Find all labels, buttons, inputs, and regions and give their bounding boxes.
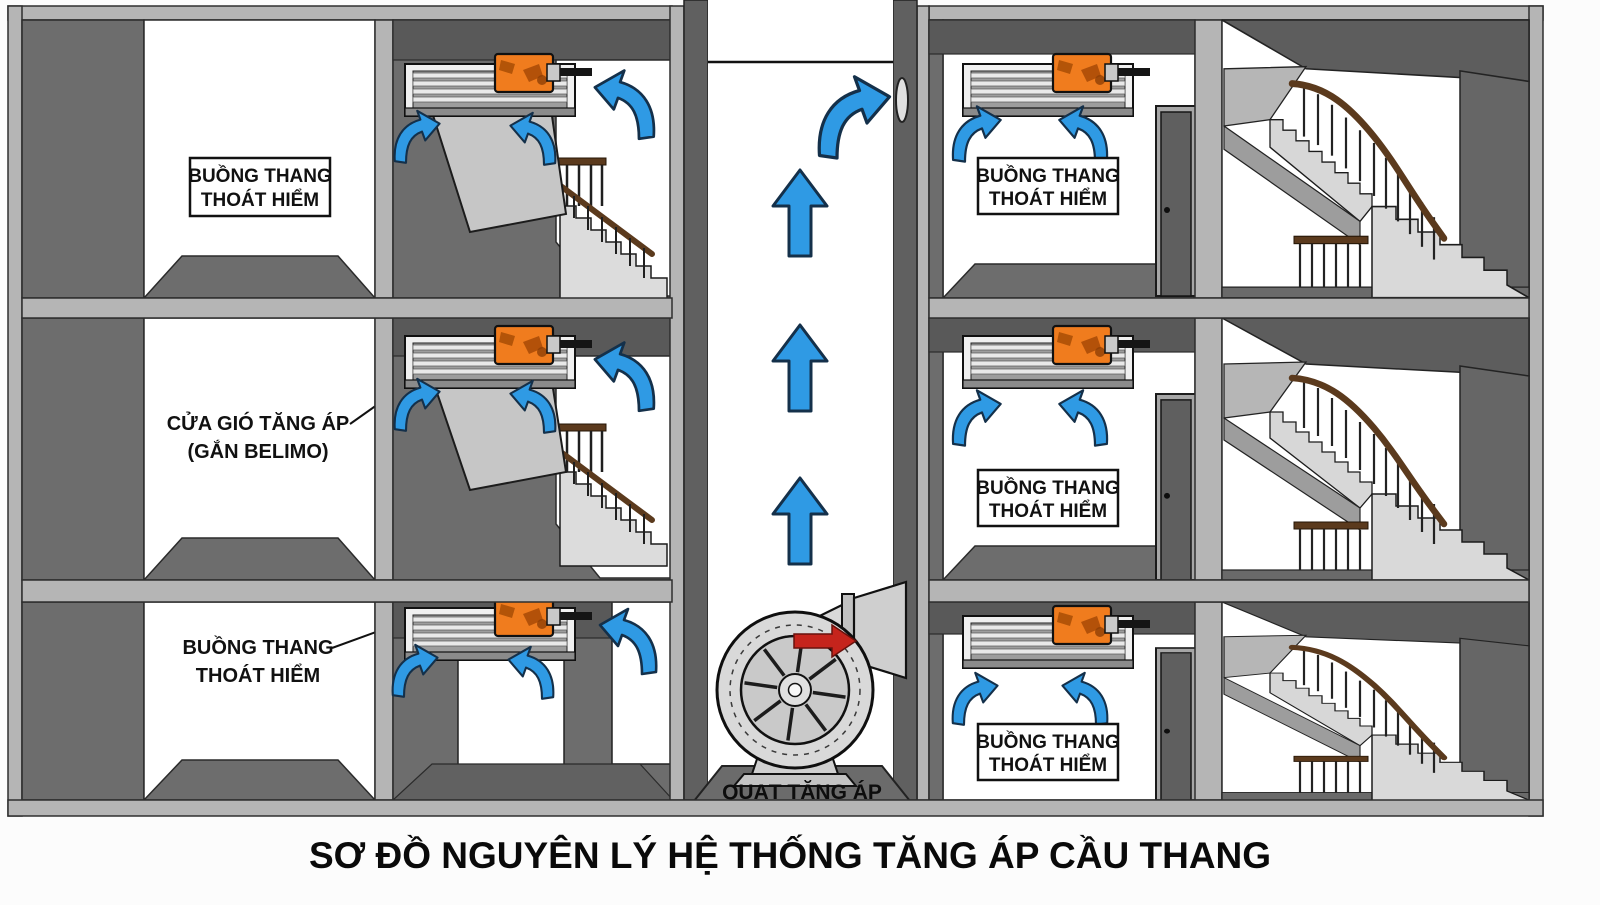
damper-label-line2: (GẮN BELIMO) [187,439,328,463]
escape-stairwell-label-line2: THOÁT HIỂM [989,754,1107,776]
floor-slabs [7,297,1544,817]
escape-stairwell-label-line1: BUỒNG THANG [188,165,332,187]
roof-slab-right [928,5,1544,21]
diagram-title: SƠ ĐỒ NGUYÊN LÝ HỆ THỐNG TĂNG ÁP CẦU THA… [309,834,1271,876]
fan-hub-center [787,682,803,698]
floor-2-right: BUỒNG THANG THOÁT HIỂM [928,317,1529,582]
escape-stairwell-label-line1: BUỒNG THANG [976,731,1120,753]
damper-label-line1: CỬA GIÓ TĂNG ÁP [167,411,350,435]
fan-label: QUẠT TĂNG ÁP [722,781,882,804]
discharge-arrow-icon [793,623,858,659]
fan-bolt-circle [729,624,861,756]
floor-wedge [142,759,377,801]
floor-3-right: BUỒNG THANG THOÁT HIỂM [928,19,1529,299]
fan-base-plate [731,773,859,787]
shaft-outer-right [916,5,930,801]
stair-vestibule [392,317,674,581]
floor-3-left: BUỒNG THANG THOÁT HIỂM [21,19,674,300]
fan-blades [744,639,846,741]
ceiling-band [928,19,1196,55]
floor-wedge [142,255,377,299]
pressurization-damper-icon [403,52,594,118]
slab [21,297,673,319]
relief-opening [895,77,909,123]
pressurization-damper-icon [961,324,1152,390]
divider-wall [374,19,394,299]
wall-strip [928,317,944,581]
door-opening [457,647,565,767]
label-box [188,156,332,218]
wall-panel [21,317,145,581]
outer-wall-right [1528,5,1544,817]
floor-1-left: BUỒNG THANG THOÁT HIỂM [21,596,675,801]
shaft-wall-left [683,0,709,801]
lobby-door [1155,647,1197,801]
slab [928,579,1530,603]
escape-stairwell-label-line1: BUỒNG THANG [976,477,1120,499]
pressurization-damper-icon [403,324,594,390]
stair-vestibule [391,596,675,801]
wall-panel [21,19,145,299]
escape-stairwell-label-line2: THOÁT HIỂM [989,188,1107,210]
shaft-outer-left [669,5,685,801]
divider-wall [374,601,394,801]
floor-wedge [391,763,675,801]
stair-vestibule [392,19,674,300]
floor-1-right: BUỒNG THANG THOÁT HIỂM [928,601,1529,801]
escape-stairwell-label-line2: THOÁT HIỂM [989,500,1107,522]
pressurization-fan [715,580,908,787]
escape-stairwell-label-line1: BUỒNG THANG [976,165,1120,187]
pressurization-shaft: QUẠT TĂNG ÁP [669,0,930,807]
escape-stairwell-label-line2: THOÁT HIỂM [201,189,319,211]
lobby-door [1155,393,1197,582]
pressurization-damper-icon [961,52,1152,118]
divider-wall [1194,19,1223,299]
lobby-door [1155,105,1197,297]
stairwell-room [143,317,376,581]
outer-wall-left [7,5,23,817]
wall-strip [928,19,944,299]
ground-slab [7,799,1544,817]
roof-slab-left [7,5,673,21]
pressurization-damper-icon [961,604,1152,670]
divider-wall [1194,317,1223,581]
slab [928,297,1530,319]
pressurization-damper-icon [403,596,594,662]
escape-stairwell-label-line1: BUỒNG THANG [182,635,333,659]
label-box [976,156,1120,216]
floor-wedge [142,537,377,581]
divider-wall [1194,601,1223,801]
label-box [976,468,1120,528]
divider-wall [374,317,394,581]
floor-2-left: CỬA GIÓ TĂNG ÁP (GẮN BELIMO) [21,317,674,581]
escape-stairwell-label-line2: THOÁT HIỂM [196,664,320,687]
label-box [976,722,1120,782]
wall-panel [21,601,145,801]
slab [21,579,673,603]
